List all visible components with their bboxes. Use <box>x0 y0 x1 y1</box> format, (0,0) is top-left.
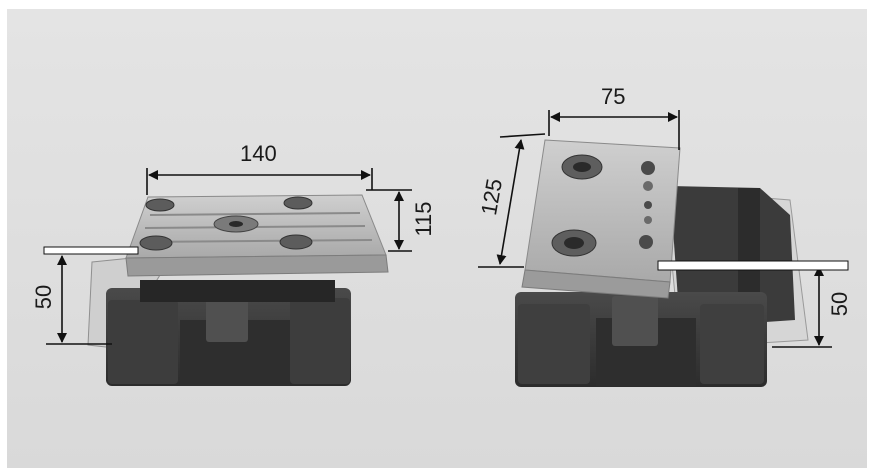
dim-125-line <box>496 139 525 265</box>
right-suction-plate <box>524 139 681 283</box>
dim-50-left-label: 50 <box>31 284 56 310</box>
dim-115-label: 115 <box>411 201 436 237</box>
dim-75-label: 75 <box>601 84 626 109</box>
right-suction-ports <box>551 154 655 257</box>
left-vacuum-block <box>87 194 389 386</box>
right-height-reference-bar <box>657 260 849 271</box>
dim-140-label: 140 <box>240 141 277 166</box>
right-vacuum-block <box>515 139 809 387</box>
dim-125-ext-top <box>499 133 546 138</box>
left-suction-ports <box>139 196 313 251</box>
left-height-reference-bar <box>43 246 139 255</box>
dim-50-right-label: 50 <box>827 291 852 317</box>
